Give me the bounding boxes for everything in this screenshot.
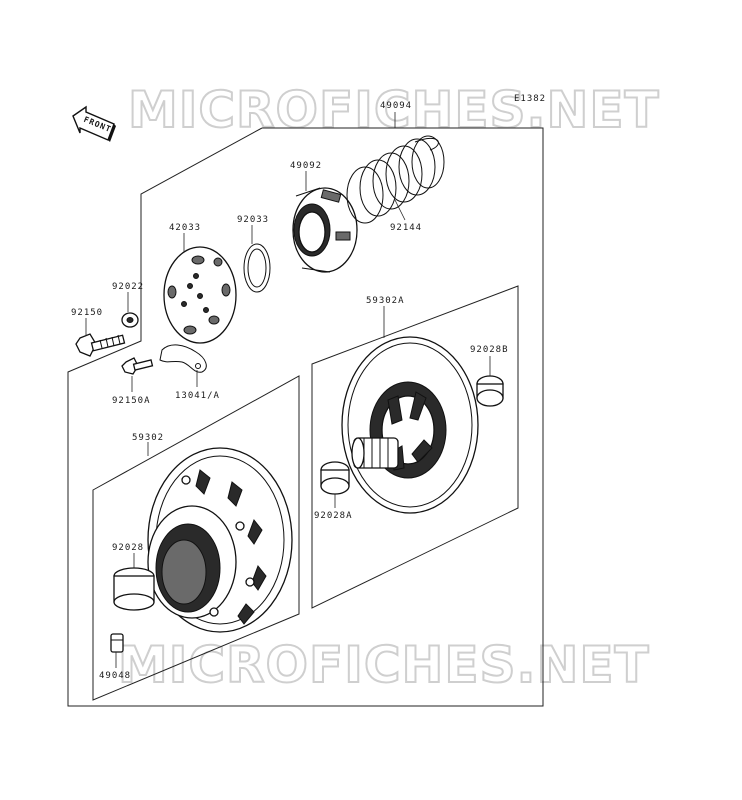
label-49094: 49094	[380, 101, 412, 111]
diagram-code: E1382	[514, 94, 546, 104]
label-49048: 49048	[99, 671, 131, 681]
label-59302: 59302	[132, 433, 164, 443]
part-92150	[75, 333, 126, 357]
label-92028: 92028	[112, 543, 144, 553]
part-92028B	[476, 375, 504, 407]
label-92144: 92144	[390, 223, 422, 233]
part-92033	[243, 243, 271, 293]
label-92150: 92150	[71, 308, 103, 318]
part-92022	[121, 312, 139, 328]
part-92028	[113, 567, 155, 611]
label-92150A: 92150A	[112, 396, 151, 406]
label-92028A: 92028A	[314, 511, 353, 521]
part-92144	[346, 135, 445, 224]
label-49092: 49092	[290, 161, 322, 171]
label-92022: 92022	[112, 282, 144, 292]
part-59302A	[341, 336, 479, 514]
label-13041A: 13041/A	[175, 391, 220, 401]
label-92028B: 92028B	[470, 345, 509, 355]
watermark-bottom: MICROFICHES.NET	[118, 636, 650, 694]
part-92028A	[320, 461, 350, 495]
part-labels: 49094 49092 92144 42033 92033 92022 9215…	[71, 101, 509, 681]
part-59302	[147, 447, 293, 633]
part-92150A	[121, 357, 154, 375]
leader-lines	[85, 112, 491, 668]
part-49048	[110, 633, 124, 653]
watermark-top: MICROFICHES.NET	[128, 81, 660, 139]
frame-59302	[92, 375, 300, 701]
outer-frame	[67, 127, 544, 707]
label-42033: 42033	[169, 223, 201, 233]
label-59302A: 59302A	[366, 296, 405, 306]
label-92033: 92033	[237, 215, 269, 225]
front-arrow-icon: FRONT	[72, 105, 116, 142]
part-49092	[292, 187, 358, 273]
part-42033	[163, 246, 237, 344]
frame-59302A	[311, 285, 519, 609]
part-13041A	[159, 344, 207, 373]
